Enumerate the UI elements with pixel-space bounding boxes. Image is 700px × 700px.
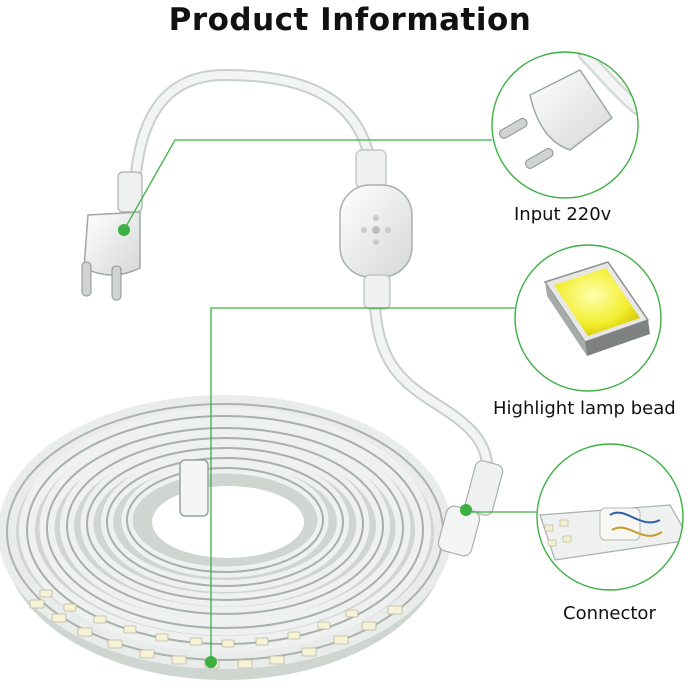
led-strip-reel [0,395,452,680]
control-box [339,149,413,310]
callout-circle-connector [536,443,684,591]
plug [81,171,143,301]
power-cord [129,68,494,481]
smd-led-chip-icon [543,261,650,356]
callout-dots [118,224,472,668]
page-title: Product Information [168,2,532,38]
callout-label-input: Input 220v [514,204,612,225]
callout-circle-plug [491,51,639,199]
callout-circle-led [514,244,662,392]
callout-label-connector: Connector [563,603,656,624]
callout-lines [123,139,540,662]
callout-label-lamp-bead: Highlight lamp bead [493,398,676,419]
eu-plug-icon [498,52,638,169]
connector-icon [539,504,683,561]
